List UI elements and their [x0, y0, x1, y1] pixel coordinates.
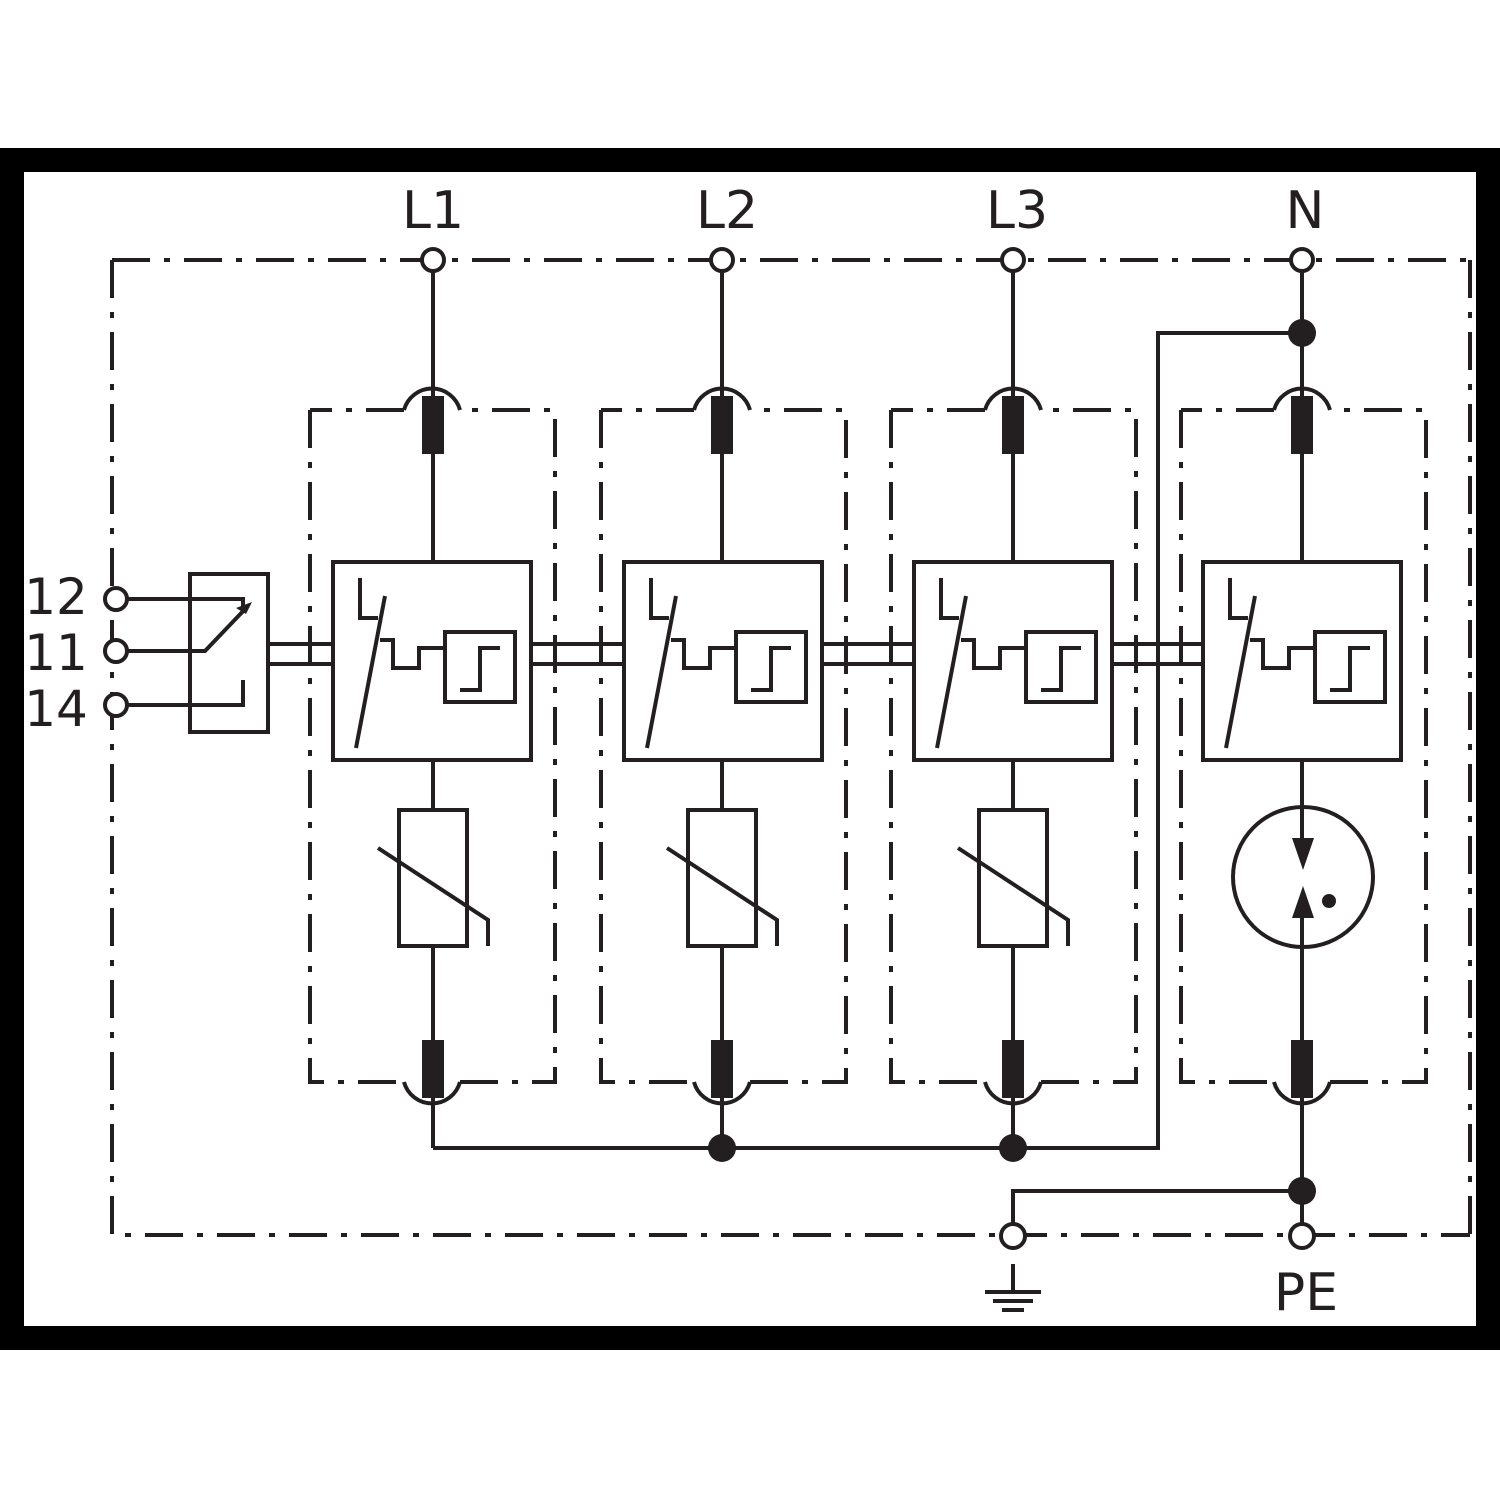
- mechanical-linkage: [268, 642, 1203, 666]
- terminal-n[interactable]: [1289, 247, 1315, 273]
- module-n: [1179, 247, 1428, 1224]
- terminal-l1[interactable]: [420, 247, 446, 273]
- junction-pe: [1288, 1177, 1316, 1205]
- terminal-label-n: N: [1286, 181, 1325, 241]
- thermal-sensor-l3: [1024, 630, 1098, 704]
- terminal-label-l3: L3: [986, 181, 1048, 241]
- terminal-label-l2: L2: [696, 181, 758, 241]
- terminal-l3[interactable]: [1000, 247, 1026, 273]
- disconnect-switch-icon: [354, 578, 445, 749]
- terminal-l2[interactable]: [709, 247, 735, 273]
- module-l3: [889, 247, 1138, 1148]
- fuse-bottom-l2: [711, 1040, 733, 1098]
- thermal-disconnector-l2: [622, 560, 824, 762]
- junction-bus-l3: [999, 1134, 1027, 1162]
- fuse-bottom-n: [1291, 1040, 1313, 1098]
- thermal-sensor-l1: [443, 630, 517, 704]
- thermal-disconnector-l3: [912, 560, 1114, 762]
- ground-icon: [985, 1264, 1041, 1312]
- module-l2: [599, 247, 848, 1148]
- fuse-top-l1: [422, 396, 444, 454]
- thermal-disconnector-l1: [331, 560, 533, 762]
- varistor-l1: [397, 808, 469, 948]
- terminal-label-l1: L1: [402, 181, 464, 241]
- junction-n-top: [1288, 319, 1316, 347]
- enclosure-outline: [110, 258, 1472, 1237]
- contact-label-14: 14: [24, 680, 88, 738]
- terminal-ground[interactable]: [999, 1222, 1027, 1250]
- thermal-disconnector-n: [1201, 560, 1403, 762]
- terminal-pe[interactable]: [1288, 1222, 1316, 1250]
- varistor-l2: [686, 808, 758, 948]
- contact-label-12: 12: [24, 568, 88, 626]
- pe-ground-link: [1011, 1189, 1302, 1224]
- fuse-bottom-l1: [422, 1040, 444, 1098]
- terminal-12[interactable]: [103, 586, 129, 612]
- junction-bus-l2: [708, 1134, 736, 1162]
- fuse-top-l2: [711, 396, 733, 454]
- thermal-sensor-n: [1313, 630, 1387, 704]
- terminal-14[interactable]: [103, 692, 129, 718]
- module-l1: [308, 247, 557, 1148]
- disconnect-switch-icon: [1224, 578, 1315, 749]
- contact-label-11: 11: [24, 624, 88, 682]
- outer-frame: [0, 148, 1500, 1350]
- disconnect-switch-icon: [935, 578, 1026, 749]
- disconnect-switch-icon: [645, 578, 736, 749]
- terminal-label-pe: PE: [1274, 1263, 1338, 1323]
- terminal-11[interactable]: [103, 638, 129, 664]
- fuse-top-n: [1291, 396, 1313, 454]
- fuse-top-l3: [1002, 396, 1024, 454]
- bottom-bus: [433, 331, 1302, 1150]
- thermal-sensor-l2: [734, 630, 808, 704]
- remote-signal-contact: [103, 572, 270, 734]
- fuse-bottom-l3: [1002, 1040, 1024, 1098]
- varistor-l3: [977, 808, 1049, 948]
